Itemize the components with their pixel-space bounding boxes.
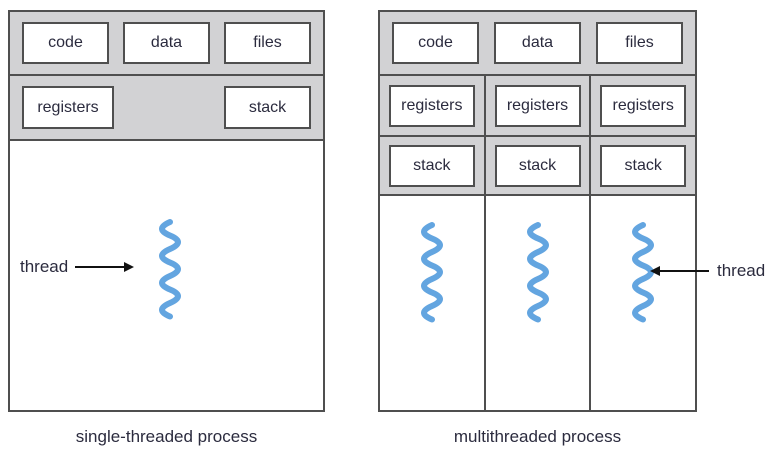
- thread-squiggle-icon: [420, 222, 443, 323]
- code-box: code: [392, 22, 479, 64]
- arrow-left-icon: [660, 270, 709, 272]
- registers-box: registers: [22, 86, 114, 129]
- thread-column-1: registers stack: [380, 76, 486, 410]
- stack-box: stack: [388, 144, 475, 187]
- stack-cell: stack: [380, 137, 484, 196]
- single-thread-body: [10, 141, 323, 410]
- stack-box: stack: [600, 144, 687, 187]
- arrow-left-head-icon: [650, 266, 660, 276]
- stack-cell: stack: [591, 137, 696, 196]
- shared-resources-row: code data files: [10, 12, 323, 76]
- registers-cell: registers: [485, 76, 590, 137]
- files-box: files: [596, 22, 683, 64]
- registers-box: registers: [494, 84, 581, 127]
- thread-annotation-single: thread: [20, 257, 135, 277]
- files-box: files: [224, 22, 311, 64]
- data-box: data: [494, 22, 581, 64]
- thread-squiggle-icon: [159, 219, 181, 320]
- thread-resources-row: registers stack: [10, 76, 323, 141]
- code-box: code: [22, 22, 109, 64]
- thread-columns: registers stack registers stack: [380, 76, 696, 410]
- single-threaded-process-diagram: code data files registers stack: [8, 10, 325, 412]
- registers-box: registers: [388, 84, 475, 127]
- thread-label: thread: [20, 257, 69, 276]
- arrow-right-icon: [75, 266, 125, 268]
- thread-body: [485, 196, 590, 410]
- thread-label: thread: [717, 261, 766, 280]
- registers-cell: registers: [380, 76, 484, 137]
- thread-squiggle-path: [159, 219, 181, 320]
- thread-column-2: registers stack: [485, 76, 592, 410]
- shared-resources-row: code data files: [380, 12, 695, 76]
- thread-squiggle-icon: [526, 222, 549, 323]
- thread-column-3: registers stack: [591, 76, 696, 410]
- thread-annotation-multi: thread: [650, 261, 765, 281]
- thread-body: [591, 196, 696, 410]
- stack-box: stack: [494, 144, 581, 187]
- multithreaded-process-diagram: code data files registers stack: [378, 10, 697, 412]
- registers-box: registers: [600, 84, 687, 127]
- caption-multithreaded: multithreaded process: [453, 427, 622, 446]
- thread-body: [380, 196, 484, 410]
- arrow-right-head-icon: [124, 262, 135, 272]
- stack-box: stack: [224, 86, 311, 129]
- stack-cell: stack: [485, 137, 590, 196]
- caption-single-threaded: single-threaded process: [75, 427, 258, 446]
- registers-cell: registers: [591, 76, 696, 137]
- data-box: data: [123, 22, 210, 64]
